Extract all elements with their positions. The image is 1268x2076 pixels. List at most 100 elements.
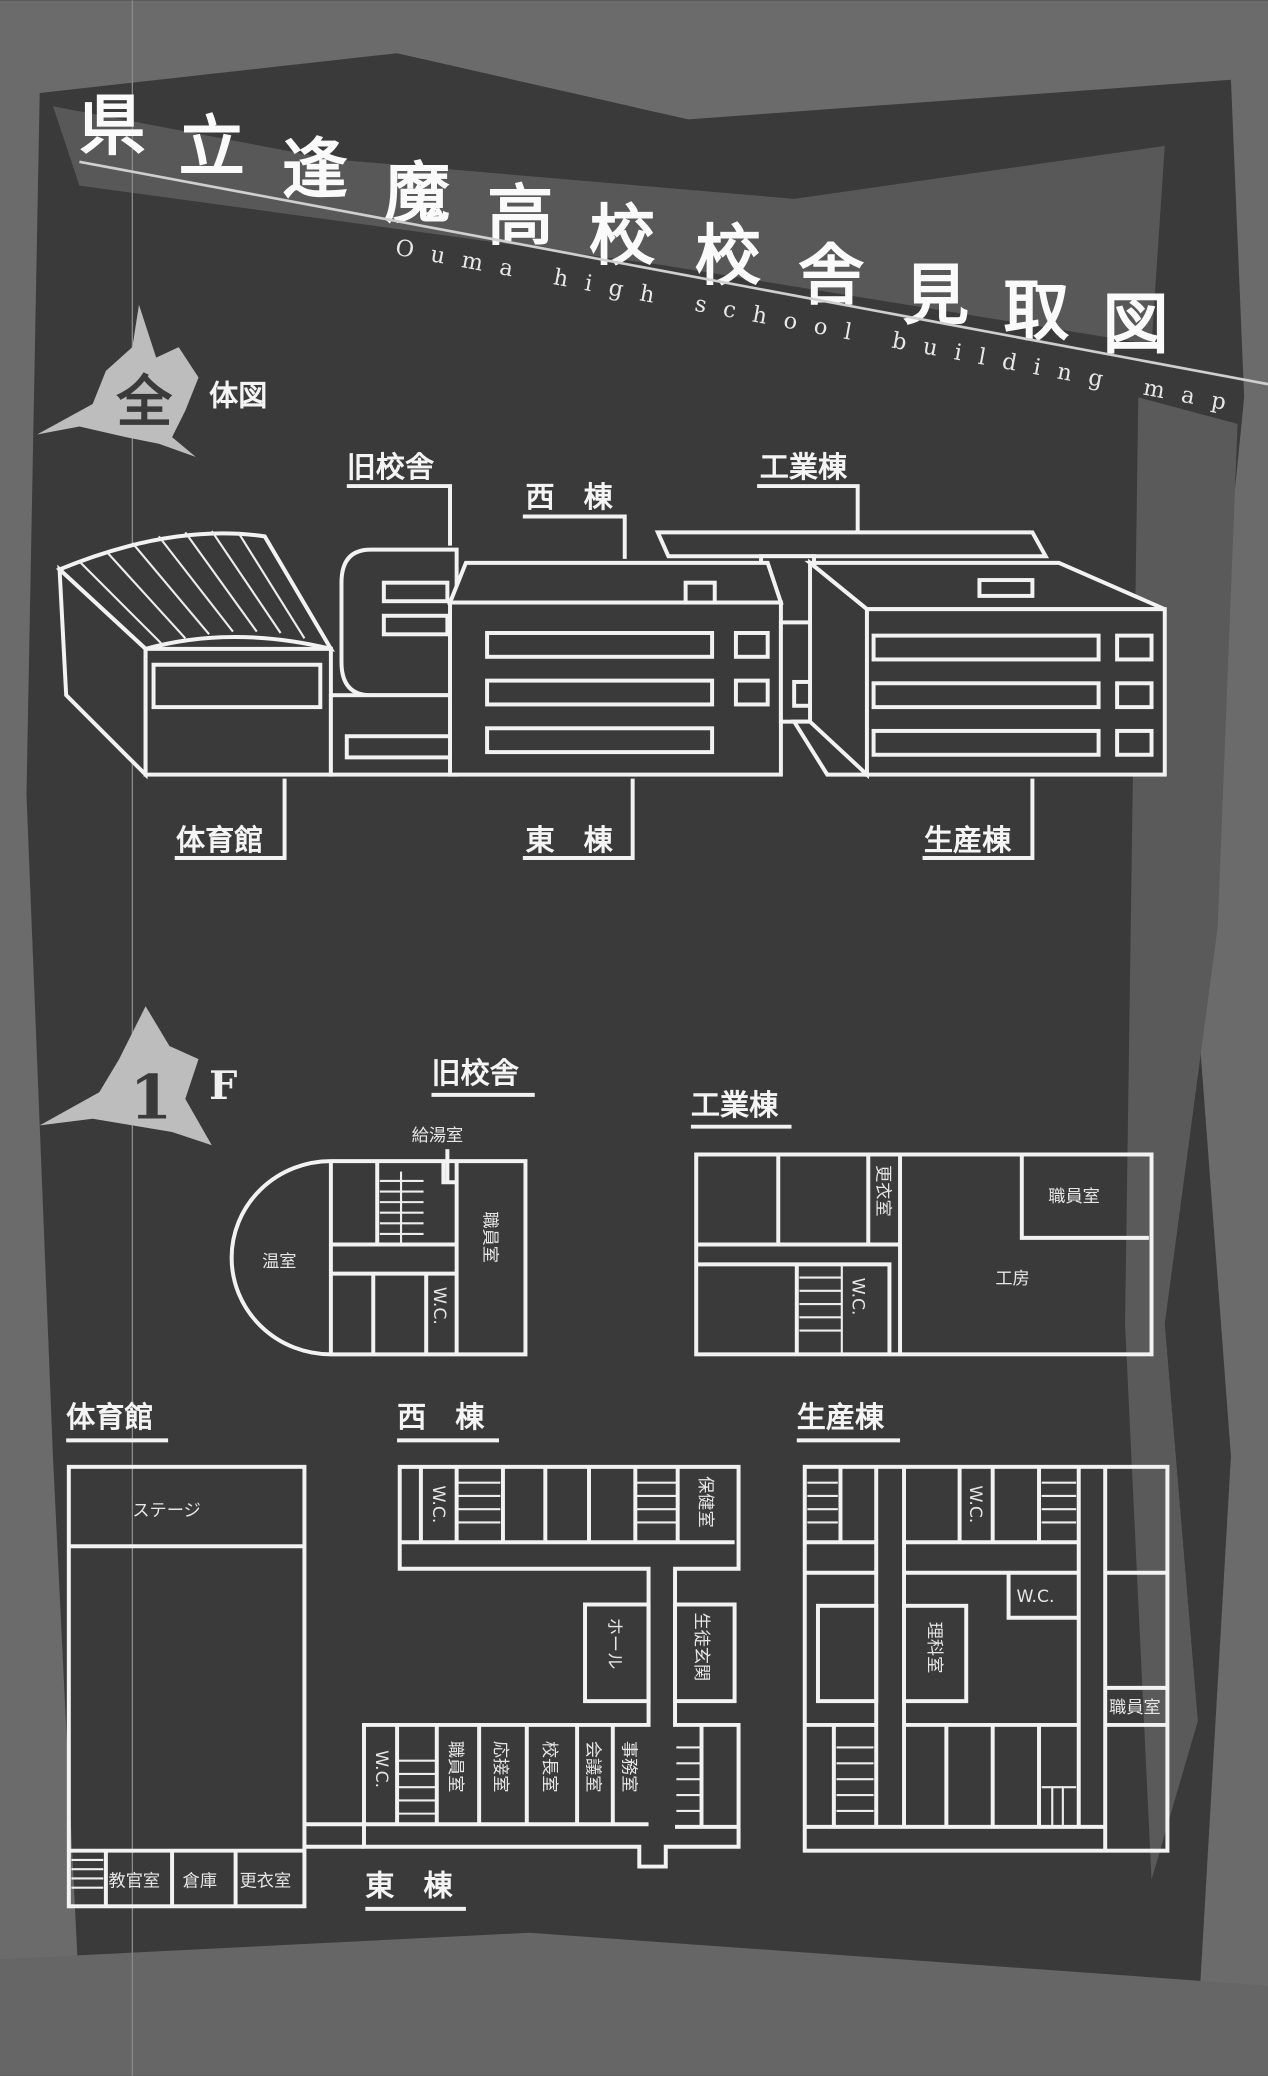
label-west-building: 西 棟	[525, 480, 613, 514]
stairs-icon	[799, 1264, 843, 1355]
old-building	[339, 547, 459, 698]
east-building-roof	[447, 560, 784, 605]
room-label: W.C.	[847, 1278, 867, 1316]
label-gym: 体育館	[176, 823, 263, 857]
title-char: 魔	[384, 154, 450, 232]
gym-windows	[151, 662, 323, 710]
old-building-window	[381, 580, 450, 604]
room-label: 職員室	[479, 1211, 499, 1263]
stairs-icon	[379, 1171, 424, 1245]
stairs-icon	[71, 1858, 104, 1889]
room-label: 理科室	[924, 1622, 944, 1674]
gym-roof-ribs-part	[184, 531, 258, 633]
old-building-window	[381, 613, 450, 637]
gym-roof	[55, 531, 335, 652]
title-rule	[79, 160, 1268, 386]
plan-label: 旧校舎	[431, 1056, 519, 1090]
plan-label: 体育館	[66, 1400, 153, 1434]
room-label: 職員室	[1109, 1698, 1161, 1718]
title-char: 高	[487, 177, 553, 255]
room-label: 事務室	[618, 1741, 638, 1793]
overview-leader-lines	[174, 484, 1035, 860]
rooftop-structure	[683, 580, 717, 605]
label-east-building: 東 棟	[525, 823, 613, 857]
floorplan-production-building-part	[802, 1464, 1170, 1853]
room-label: 温室	[262, 1252, 296, 1272]
floorplan-industrial-building-part-part	[1019, 1154, 1149, 1240]
room-label: 生徒玄関	[691, 1612, 711, 1681]
gym-roof-ribs-part	[157, 535, 234, 633]
floorplan-west-east-building: 西 棟 W.C. 保健室 ホール 生徒玄関 W.C. 職員室 応接室 校長室 会…	[362, 1400, 741, 1911]
room-label: 教官室	[109, 1871, 161, 1891]
production-rooftop	[977, 578, 1035, 598]
splat-glyph: 全	[115, 370, 172, 435]
east-building-windows-part	[485, 678, 715, 707]
east-building-windows-part	[733, 678, 770, 707]
splat-glyph: 1	[130, 1063, 172, 1134]
gym-roof-ribs-part	[131, 542, 210, 635]
background-texture-part	[0, 1932, 1268, 2076]
east-building-windows	[485, 630, 770, 755]
floorplan-old-building-part-part	[441, 1161, 457, 1185]
floorplan-old-building: 旧校舎 給湯室 温室 職員室 W.C.	[229, 1056, 535, 1357]
room-label: 職員室	[1048, 1187, 1100, 1207]
overview-leader-lines-part	[922, 778, 1035, 860]
production-building-windows-part	[1115, 681, 1154, 710]
room-label: 給湯室	[412, 1126, 464, 1146]
floorplan-old-building-part	[229, 1159, 528, 1357]
production-building-windows-part	[871, 681, 1101, 710]
floorplan-west-east-building-part-part	[583, 1602, 651, 1704]
room-label: W.C.	[965, 1485, 985, 1523]
production-building-windows-part	[1115, 633, 1154, 662]
floorplan-production-building-part-part	[1006, 1572, 1079, 1620]
plan-label: 西 棟	[397, 1400, 485, 1434]
title-char: 図	[1103, 285, 1169, 363]
overview-leader-lines-part	[346, 484, 453, 546]
floorplan-gym-part	[68, 1544, 364, 1907]
floorplan-industrial-building-part-part	[696, 1262, 892, 1355]
floorplan-production-building-part-part	[815, 1603, 879, 1704]
label-old-building: 旧校舎	[347, 450, 435, 484]
floorplan-west-east-building-part-part	[673, 1602, 737, 1704]
background-texture-part	[52, 106, 1165, 345]
room-label: W.C.	[429, 1287, 449, 1325]
room-label: 校長室	[539, 1741, 559, 1793]
floorplan-production-building-part	[804, 1466, 1168, 1851]
building-overview-drawing: 旧校舎 西 棟 工業棟 体育館 東 棟 生産棟	[55, 450, 1167, 860]
floor1-heading: 1 F	[39, 1006, 237, 1146]
label-production-building: 生産棟	[924, 823, 1012, 857]
gym-roof-ribs-part	[105, 550, 187, 639]
production-building-windows-part	[1115, 728, 1154, 757]
floor1-heading-text: F	[209, 1063, 237, 1109]
overview-leader-lines-part	[522, 778, 635, 860]
room-label: 応接室	[490, 1741, 510, 1793]
ink-splat-icon	[37, 304, 199, 457]
gym-roof-ribs-part	[210, 530, 282, 634]
room-label: 保健室	[695, 1476, 715, 1528]
title-char: 県	[79, 87, 145, 165]
floorplan-gym: 体育館 ステージ 教官室 倉庫 更衣室	[66, 1400, 364, 1909]
room-label: 会議室	[583, 1741, 603, 1793]
industrial-building-roof	[654, 530, 1050, 559]
title-char: 逢	[282, 130, 348, 208]
room-label: ホール	[604, 1618, 624, 1670]
title-char: 校	[589, 196, 655, 274]
room-label: W.C.	[1017, 1587, 1055, 1607]
room-label: 更衣室	[873, 1165, 893, 1217]
plan-label: 東 棟	[365, 1869, 453, 1903]
east-building-front	[448, 600, 783, 777]
overview-leader-lines-part	[757, 484, 860, 533]
overview-heading-text: 体図	[209, 378, 267, 412]
plan-label: 工業棟	[691, 1088, 779, 1122]
stairs-icon	[398, 1481, 701, 1815]
gym-roof-ribs-part	[78, 560, 163, 645]
gym-roof-ribs-part	[237, 531, 306, 639]
floorplan-west-east-building-part	[362, 1464, 741, 1869]
floorplan-production-building: 生産棟 W.C. W.C. 理科室 職員室	[796, 1400, 1170, 1853]
gym-roof-ribs	[78, 530, 306, 645]
title-char: 立	[179, 108, 245, 186]
floorplan-gym-part	[66, 1464, 307, 1909]
title-char: 取	[1003, 272, 1069, 350]
floorplan-industrial-building-part	[694, 1152, 1154, 1357]
